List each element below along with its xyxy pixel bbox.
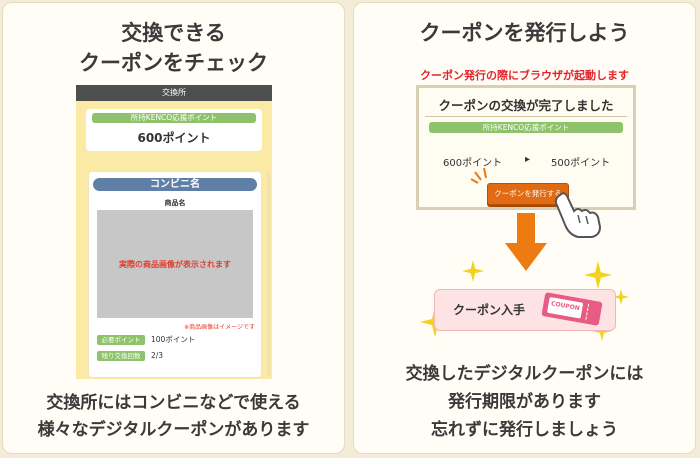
product-card[interactable]: コンビニ名 商品名 実際の商品画像が表示されます ※商品画像はイメージです 必要…: [88, 171, 262, 378]
issue-phone-mock: クーポンの交換が完了しました 所持KENCO応援ポイント 600ポイント ▸ 5…: [416, 85, 636, 210]
down-arrow-icon: [505, 213, 547, 271]
sparkle-icon: [613, 289, 629, 305]
image-placeholder-text: 実際の商品画像が表示されます: [119, 259, 231, 269]
right-heading: クーポンを発行しよう: [419, 21, 630, 45]
tap-hand-icon: [554, 192, 602, 238]
before-points: 600ポイント: [443, 158, 503, 169]
store-name: コンビニ名: [93, 178, 257, 191]
sparkle-icon: [592, 321, 612, 341]
required-points-label: 必要ポイント: [97, 335, 145, 345]
points-label: 所持KENCO応援ポイント: [92, 113, 256, 123]
product-name-label: 商品名: [164, 199, 186, 207]
left-heading-line1: 交換できる: [121, 21, 226, 45]
right-caption-line2: 発行期限があります: [448, 392, 601, 412]
issue-points-label: 所持KENCO応援ポイント: [429, 122, 623, 133]
required-points-value: 100ポイント: [151, 335, 196, 344]
divider: [425, 116, 627, 117]
complete-title: クーポンの交換が完了しました: [438, 98, 614, 113]
right-caption-line3: 忘れずに発行しましょう: [431, 420, 618, 440]
scrollbar[interactable]: [267, 171, 270, 376]
left-heading-line2: クーポンをチェック: [79, 51, 268, 75]
remaining-value: 2/3: [151, 351, 164, 360]
product-image-placeholder: 実際の商品画像が表示されます: [97, 210, 253, 318]
coupon-ticket-icon: COUPON: [541, 292, 603, 326]
right-caption-line1: 交換したデジタルクーポンには: [405, 364, 644, 384]
exchange-topbar-title: 交換所: [76, 85, 272, 101]
left-caption-line1: 交換所にはコンビニなどで使える: [46, 393, 301, 413]
right-panel: クーポンを発行しよう クーポン発行の際にブラウザが起動します クーポンの交換が完…: [353, 2, 696, 454]
sparkle-icon: [584, 261, 612, 289]
points-card: 所持KENCO応援ポイント 600ポイント: [86, 109, 262, 151]
browser-note: クーポン発行の際にブラウザが起動します: [420, 69, 629, 82]
sparkle-icon: [462, 260, 484, 282]
after-points: 500ポイント: [551, 158, 611, 169]
issue-coupon-button[interactable]: クーポンを発行する: [487, 183, 569, 205]
coupon-received-box: クーポン入手 COUPON: [434, 289, 616, 331]
image-note: ※商品画像はイメージです: [184, 324, 255, 331]
coupon-received-text: クーポン入手: [453, 303, 526, 317]
exchange-phone-mock: 交換所 所持KENCO応援ポイント 600ポイント コンビニ名 商品名 実際の商…: [76, 85, 272, 379]
left-panel: 交換できる クーポンをチェック 交換所 所持KENCO応援ポイント 600ポイン…: [2, 2, 345, 454]
click-burst-icon: [470, 167, 487, 184]
remaining-label: 残り交換回数: [97, 351, 145, 361]
left-caption-line2: 様々なデジタルクーポンがあります: [37, 420, 310, 440]
arrow-glyph: ▸: [525, 154, 531, 165]
points-value: 600ポイント: [137, 131, 211, 145]
ticket-perforation: [585, 303, 591, 320]
